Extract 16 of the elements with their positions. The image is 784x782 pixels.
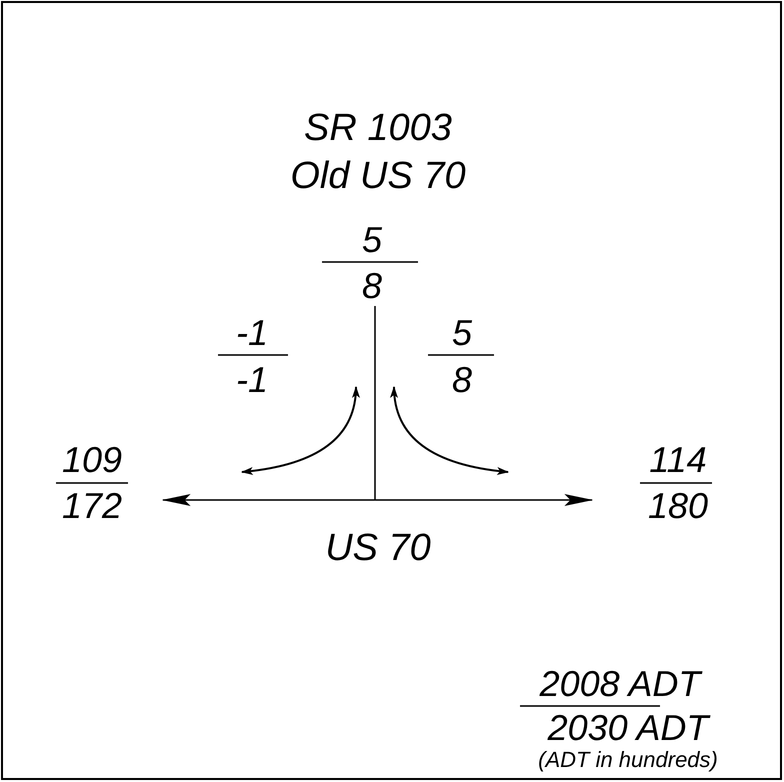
- traffic-volume: 2008 ADT: [540, 666, 700, 702]
- traffic-volume: 172: [62, 488, 122, 524]
- traffic-volume: 5: [362, 222, 382, 258]
- traffic-volume: 2030 ADT: [548, 710, 708, 746]
- traffic-volume: 109: [62, 442, 122, 478]
- traffic-volume: 114: [649, 442, 707, 478]
- road-name: Old US 70: [290, 157, 466, 195]
- traffic-volume: 8: [452, 362, 472, 398]
- road-name: SR 1003: [304, 109, 452, 147]
- note: (ADT in hundreds): [538, 749, 718, 771]
- road-name: US 70: [325, 529, 431, 567]
- traffic-volume: 180: [648, 488, 708, 524]
- traffic-volume: 8: [362, 268, 382, 304]
- traffic-volume: 5: [452, 315, 472, 351]
- traffic-volume: -1: [236, 315, 268, 351]
- traffic-volume: -1: [236, 362, 268, 398]
